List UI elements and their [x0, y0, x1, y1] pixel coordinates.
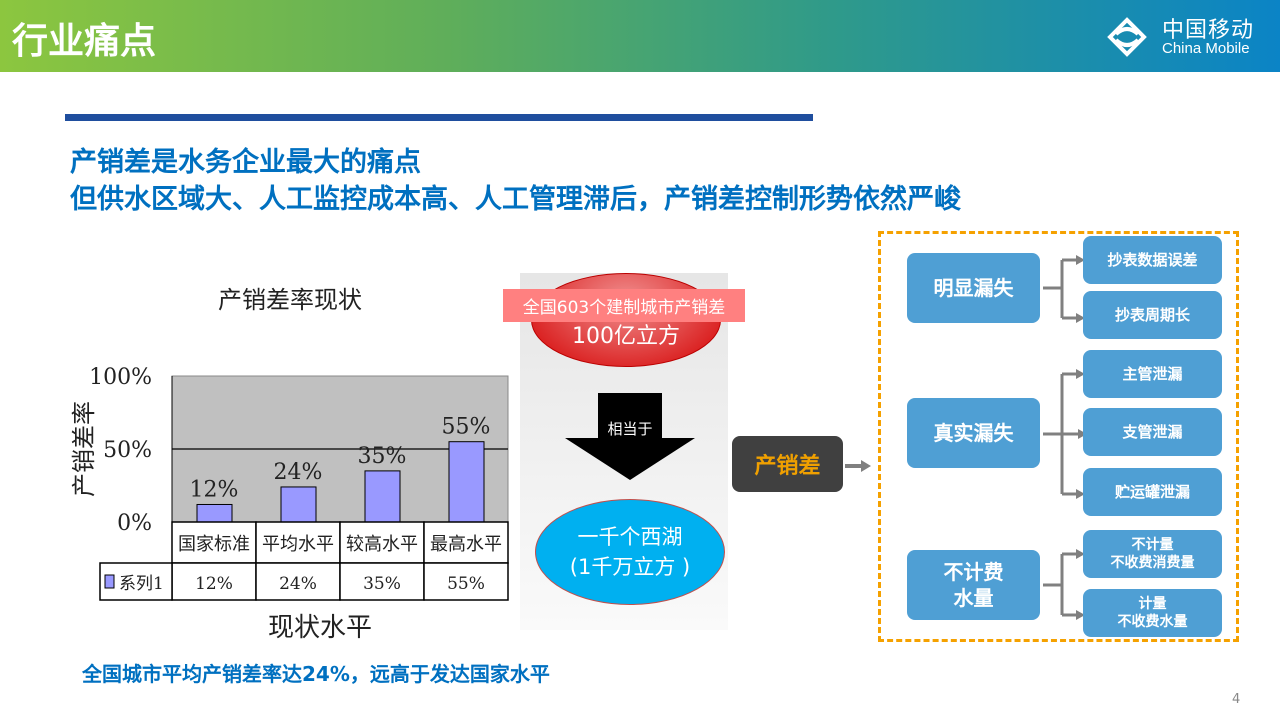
data-table-cell: [339, 562, 425, 601]
bar-data-label: 24%: [274, 460, 323, 485]
child-metered-unbilled: 计量不收费水量: [1083, 589, 1222, 637]
category-cell: [423, 521, 509, 564]
chart-svg: 产销差率现状 0% 50% 100% 产销差率 12% 国家标准 12% 24% 平均水平 24% 3…: [70, 286, 509, 643]
headline-2: 但供水区域大、人工监控成本高、人工管理滞后，产销差控制形势依然严峻: [70, 184, 961, 215]
child-meter-reading-error: 抄表数据误差: [1083, 236, 1222, 284]
data-table-cell: [171, 562, 257, 601]
y-tick-label: 100%: [89, 365, 152, 390]
child-unmetered: 不计量不收费消费量: [1083, 530, 1222, 578]
chart-title: 产销差率现状: [218, 286, 362, 314]
x-axis-label: 现状水平: [268, 613, 372, 643]
data-table-value: 12%: [195, 574, 233, 594]
bar: [364, 470, 401, 523]
arrow-label: 相当于: [607, 420, 653, 438]
y-tick-label: 50%: [103, 438, 152, 463]
child-tank-leak: 贮运罐泄漏: [1083, 468, 1222, 516]
china-mobile-logo-icon: [1107, 17, 1147, 57]
group-unbilled-line2: 水量: [953, 586, 994, 610]
bar: [280, 486, 317, 523]
footer-note: 全国城市平均产销差率达24%，远高于发达国家水平: [82, 662, 550, 686]
right-arrow-icon: [845, 460, 871, 472]
data-table-cell: [423, 562, 509, 601]
logo-en: China Mobile: [1162, 40, 1250, 57]
group-unbilled-line1: 不计费: [943, 560, 1004, 584]
group-obvious-loss: 明显漏失: [907, 253, 1040, 323]
tree-connectors: [1043, 255, 1087, 620]
china-mobile-logo: 中国移动 China Mobile: [1100, 12, 1270, 62]
bar-data-label: 55%: [442, 415, 491, 440]
divider-bar: [65, 114, 813, 121]
y-axis-label: 产销差率: [70, 401, 98, 497]
group-unbilled-water: 不计费水量: [907, 550, 1040, 620]
down-arrow-icon: [565, 393, 695, 480]
slide-title: 行业痛点: [12, 21, 157, 62]
y-tick-label: 0%: [117, 511, 152, 536]
bar: [196, 503, 233, 523]
loss-breakdown-frame: [878, 231, 1239, 642]
child-unmetered-l2: 不收费消费量: [1110, 555, 1195, 571]
red-label: 全国603个建制城市产销差: [503, 289, 745, 322]
data-table-value: 55%: [447, 574, 485, 594]
child-metered-l2: 不收费水量: [1117, 614, 1188, 630]
blue-line-2: (1千万立方 ): [569, 555, 691, 579]
bar-data-label: 12%: [190, 477, 239, 502]
bar-data-label: 35%: [358, 444, 407, 469]
logo-cn: 中国移动: [1162, 18, 1255, 43]
x-tick-label: 国家标准: [178, 534, 250, 555]
bar: [448, 441, 485, 523]
data-table-value: 35%: [363, 574, 401, 594]
group-real-loss: 真实漏失: [907, 398, 1040, 468]
child-reading-cycle: 抄表周期长: [1083, 291, 1222, 339]
bar-chart: 产销差率现状 0% 50% 100% 产销差率 12% 国家标准 12% 24% 平均水平 24% 3…: [60, 270, 520, 650]
child-unmetered-l1: 不计量: [1131, 537, 1174, 553]
x-tick-label: 平均水平: [262, 534, 334, 555]
headline-1: 产销差是水务企业最大的痛点: [70, 147, 421, 178]
x-tick-label: 最高水平: [430, 534, 502, 555]
x-tick-label: 较高水平: [346, 534, 418, 555]
red-value: 100亿立方: [572, 324, 680, 349]
child-main-pipe-leak: 主管泄漏: [1083, 350, 1222, 398]
blue-line-1: 一千个西湖: [577, 525, 683, 549]
page-number: 4: [1232, 692, 1241, 707]
legend-swatch: [104, 574, 115, 589]
blue-ellipse: 一千个西湖 (1千万立方 ): [535, 499, 725, 605]
data-table-cell: [255, 562, 341, 601]
child-branch-pipe-leak: 支管泄漏: [1083, 408, 1222, 456]
data-table-value: 24%: [279, 574, 317, 594]
child-metered-l1: 计量: [1138, 596, 1167, 612]
legend-label: 系列1: [119, 574, 164, 594]
header-bar: [0, 0, 1280, 72]
center-box: 产销差: [732, 436, 843, 492]
